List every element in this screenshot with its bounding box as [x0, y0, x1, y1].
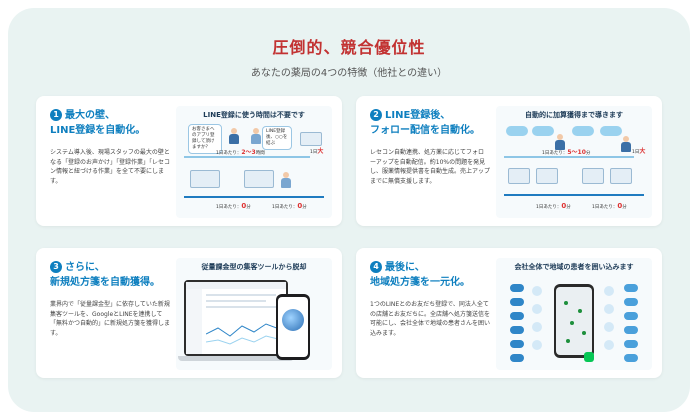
page-subtitle: あなたの薬局の4つの特徴（他社との違い）: [250, 68, 448, 79]
computer-icon: [244, 170, 274, 188]
feature-description: 1つのLINEとのお友だち登録で、同法人全ての店舗とお友だちに。全店舗へ処方箋送…: [370, 301, 491, 337]
feature-figure: LINE登録に使う時間は不要です お客さまへのアプリ登録して頂けますか？ LIN…: [176, 106, 332, 218]
smartphone-image: [276, 294, 310, 360]
heading-line-1: さらに、: [65, 262, 105, 273]
store-icon: [532, 304, 542, 314]
smartphone-map-image: [554, 284, 594, 358]
computer-icon: [536, 168, 558, 184]
heading-line-2: 新規処方箋を自動獲得。: [50, 277, 160, 288]
feature-figure: 従量課金型の集客ツールから脱却: [176, 258, 332, 370]
computer-icon: [300, 132, 322, 146]
message-chip: [572, 126, 594, 136]
staff-person-icon: [228, 128, 240, 144]
store-icon: [532, 340, 542, 350]
store-icon: [532, 322, 542, 332]
message-chip: [506, 126, 528, 136]
heading-line-2: LINE登録を自動化。: [50, 125, 146, 136]
feature-figure: 自動的に加算獲得まで導きます 1日あたり：5〜10分 1日大 1日あたり：0分 …: [496, 106, 652, 218]
computer-icon: [610, 168, 632, 184]
message-chip: [532, 126, 554, 136]
message-chip: [600, 126, 622, 136]
number-badge: 1: [50, 109, 62, 121]
effort-level: 1日大: [632, 148, 646, 155]
line-app-icon: [584, 352, 594, 362]
customer-icon: [604, 322, 614, 332]
customer-person-icon: [250, 128, 262, 144]
timeline-arrow: [504, 156, 634, 158]
figure-caption: 自動的に加算獲得まで導きます: [525, 111, 623, 119]
heading-line-1: LINE登録後、: [385, 110, 451, 121]
feature-description: 業界内で「従量課金型」に依存していた新規集客ツールを、GoogleとLINEを連…: [50, 301, 171, 337]
figure-caption: LINE登録に使う時間は不要です: [203, 111, 305, 119]
figure-caption: 会社全体で地域の患者を囲い込みます: [514, 263, 634, 271]
page-title: 圧倒的、競合優位性: [272, 38, 426, 57]
time-per-day: 1日あたり：0分: [216, 202, 251, 210]
figure-caption: 従量課金型の集客ツールから脱却: [201, 263, 307, 271]
computer-icon: [582, 168, 604, 184]
heading-line-2: 地域処方箋を一元化。: [370, 277, 470, 288]
staff-person-icon: [620, 136, 632, 152]
heading-line-2: フォロー配信を自動化。: [370, 125, 480, 136]
number-badge: 2: [370, 109, 382, 121]
time-per-day: 1日あたり：5〜10分: [542, 149, 591, 156]
timeline-arrow: [184, 156, 310, 158]
heading-line-1: 最大の壁、: [65, 110, 115, 121]
time-per-day: 1日あたり：0分: [592, 202, 627, 210]
speech-bubble: LINE登録後、○○を結ぶ: [262, 126, 292, 150]
dashboard-line-graph: [206, 323, 282, 345]
heading-line-1: 最後に、: [385, 262, 425, 273]
feature-figure: 会社全体で地域の患者を囲い込みます: [496, 258, 652, 370]
customer-icon: [604, 286, 614, 296]
laptop-dashboard-image: [184, 280, 288, 356]
store-icon: [532, 286, 542, 296]
customer-icon: [604, 304, 614, 314]
store-column-left: [510, 284, 524, 362]
time-per-day: 1日あたり：0分: [536, 202, 571, 210]
number-badge: 4: [370, 261, 382, 273]
timeline-arrow: [504, 194, 644, 196]
staff-person-icon: [554, 134, 566, 150]
time-per-day: 1日あたり：2〜3時間: [216, 149, 265, 156]
feature-description: レセコン自動連携、処方薬に応じてフォローアップを自動配信。約10%の問題を発見し…: [370, 149, 491, 185]
computer-icon: [508, 168, 530, 184]
number-badge: 3: [50, 261, 62, 273]
feature-description: システム導入後、現場スタッフの最大の壁となる「登録のお声かけ」「登録作業」「レセ…: [50, 149, 171, 185]
customer-icon: [604, 340, 614, 350]
laptop-base: [178, 356, 294, 361]
time-per-day: 1日あたり：0分: [272, 202, 307, 210]
timeline-arrow: [184, 196, 324, 198]
computer-icon: [190, 170, 220, 188]
customer-column-right: [624, 284, 638, 362]
customer-person-icon: [280, 172, 292, 188]
speech-bubble: お客さまへのアプリ登録して頂けますか？: [188, 124, 222, 154]
effort-level: 1日大: [310, 148, 324, 155]
